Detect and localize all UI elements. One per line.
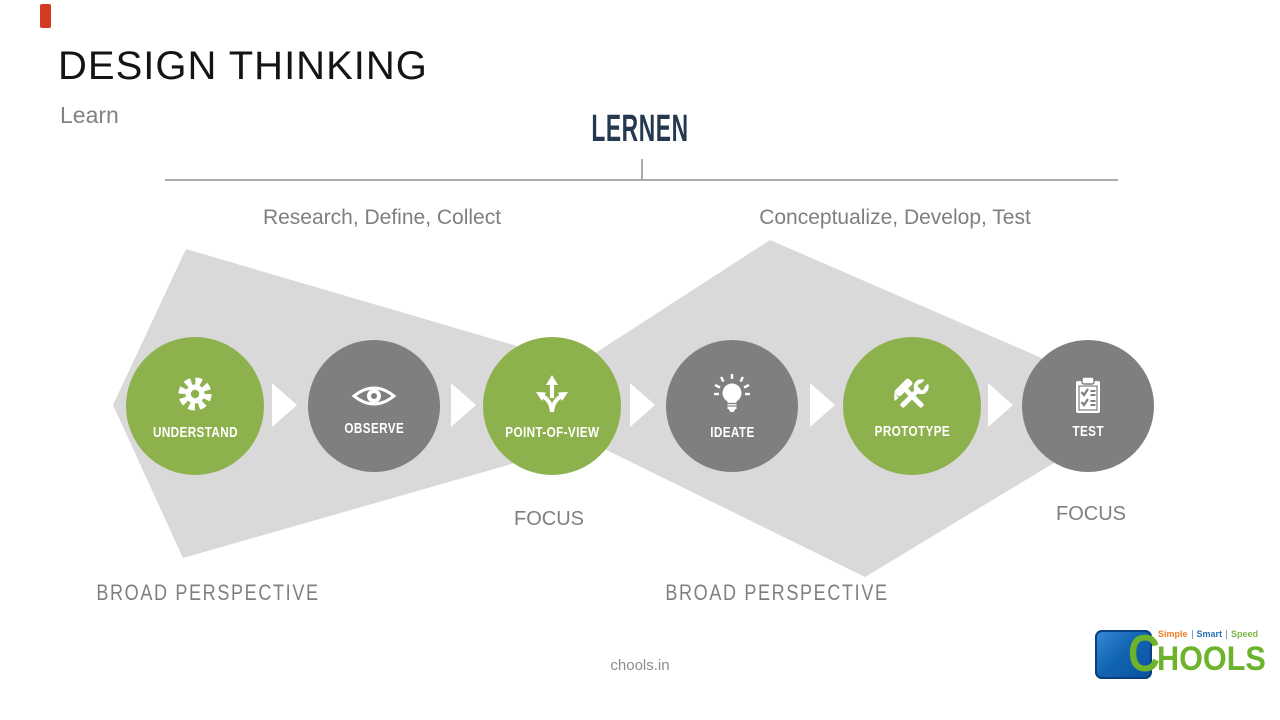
page-subtitle: Learn xyxy=(60,102,119,128)
tagline-speed: Speed xyxy=(1231,629,1259,639)
step-circle-prototype: PROTOTYPE xyxy=(843,337,981,475)
center-tick xyxy=(641,159,643,180)
tagline-separator xyxy=(1191,629,1193,639)
lightbulb-icon xyxy=(708,372,756,420)
divider-line xyxy=(165,179,1118,181)
logo-name: HOOLS xyxy=(1157,640,1266,678)
step-label: POINT-OF-VIEW xyxy=(504,423,600,441)
tagline-smart: Smart xyxy=(1196,629,1223,639)
step-circle-understand: UNDERSTAND xyxy=(126,337,264,475)
logo-letter: C xyxy=(1128,625,1160,683)
step-label: OBSERVE xyxy=(344,419,404,437)
phase-label-left: Research, Define, Collect xyxy=(262,206,502,229)
page-title: DESIGN THINKING xyxy=(58,44,428,88)
lernen-heading: LERNEN xyxy=(591,108,689,150)
logo-mark xyxy=(1095,630,1152,679)
phase-label-right: Conceptualize, Develop, Test xyxy=(759,206,1031,229)
focus-label-right: FOCUS xyxy=(1056,503,1126,525)
arrow-right-icon xyxy=(630,383,655,427)
tools-icon xyxy=(886,373,938,419)
logo: Simple Smart Speed C HOOLS xyxy=(1095,625,1266,683)
step-label: PROTOTYPE xyxy=(874,422,950,440)
broad-perspective-label-left: BROAD PERSPECTIVE xyxy=(96,580,320,605)
footer-url: chools.in xyxy=(610,657,670,674)
tagline-simple: Simple xyxy=(1158,629,1188,639)
step-circle-point-of-view: POINT-OF-VIEW xyxy=(483,337,621,475)
tagline-separator xyxy=(1226,629,1228,639)
arrow-right-icon xyxy=(272,383,297,427)
step-circle-ideate: IDEATE xyxy=(666,340,798,472)
focus-label-left: FOCUS xyxy=(514,508,584,530)
arrow-right-icon xyxy=(810,383,835,427)
gear-icon xyxy=(171,372,219,420)
branching-arrows-icon xyxy=(528,372,576,420)
arrow-right-icon xyxy=(451,383,476,427)
step-label: IDEATE xyxy=(709,423,755,441)
arrow-right-icon xyxy=(988,383,1013,427)
broad-perspective-label-center: BROAD PERSPECTIVE xyxy=(665,580,889,605)
logo-tagline: Simple Smart Speed xyxy=(1158,629,1258,639)
step-circle-observe: OBSERVE xyxy=(308,340,440,472)
eye-icon xyxy=(349,376,399,416)
accent-bar xyxy=(40,4,51,28)
step-circle-test: TEST xyxy=(1022,340,1154,472)
step-label: UNDERSTAND xyxy=(152,423,238,441)
clipboard-icon xyxy=(1065,373,1111,419)
step-label: TEST xyxy=(1072,422,1104,440)
